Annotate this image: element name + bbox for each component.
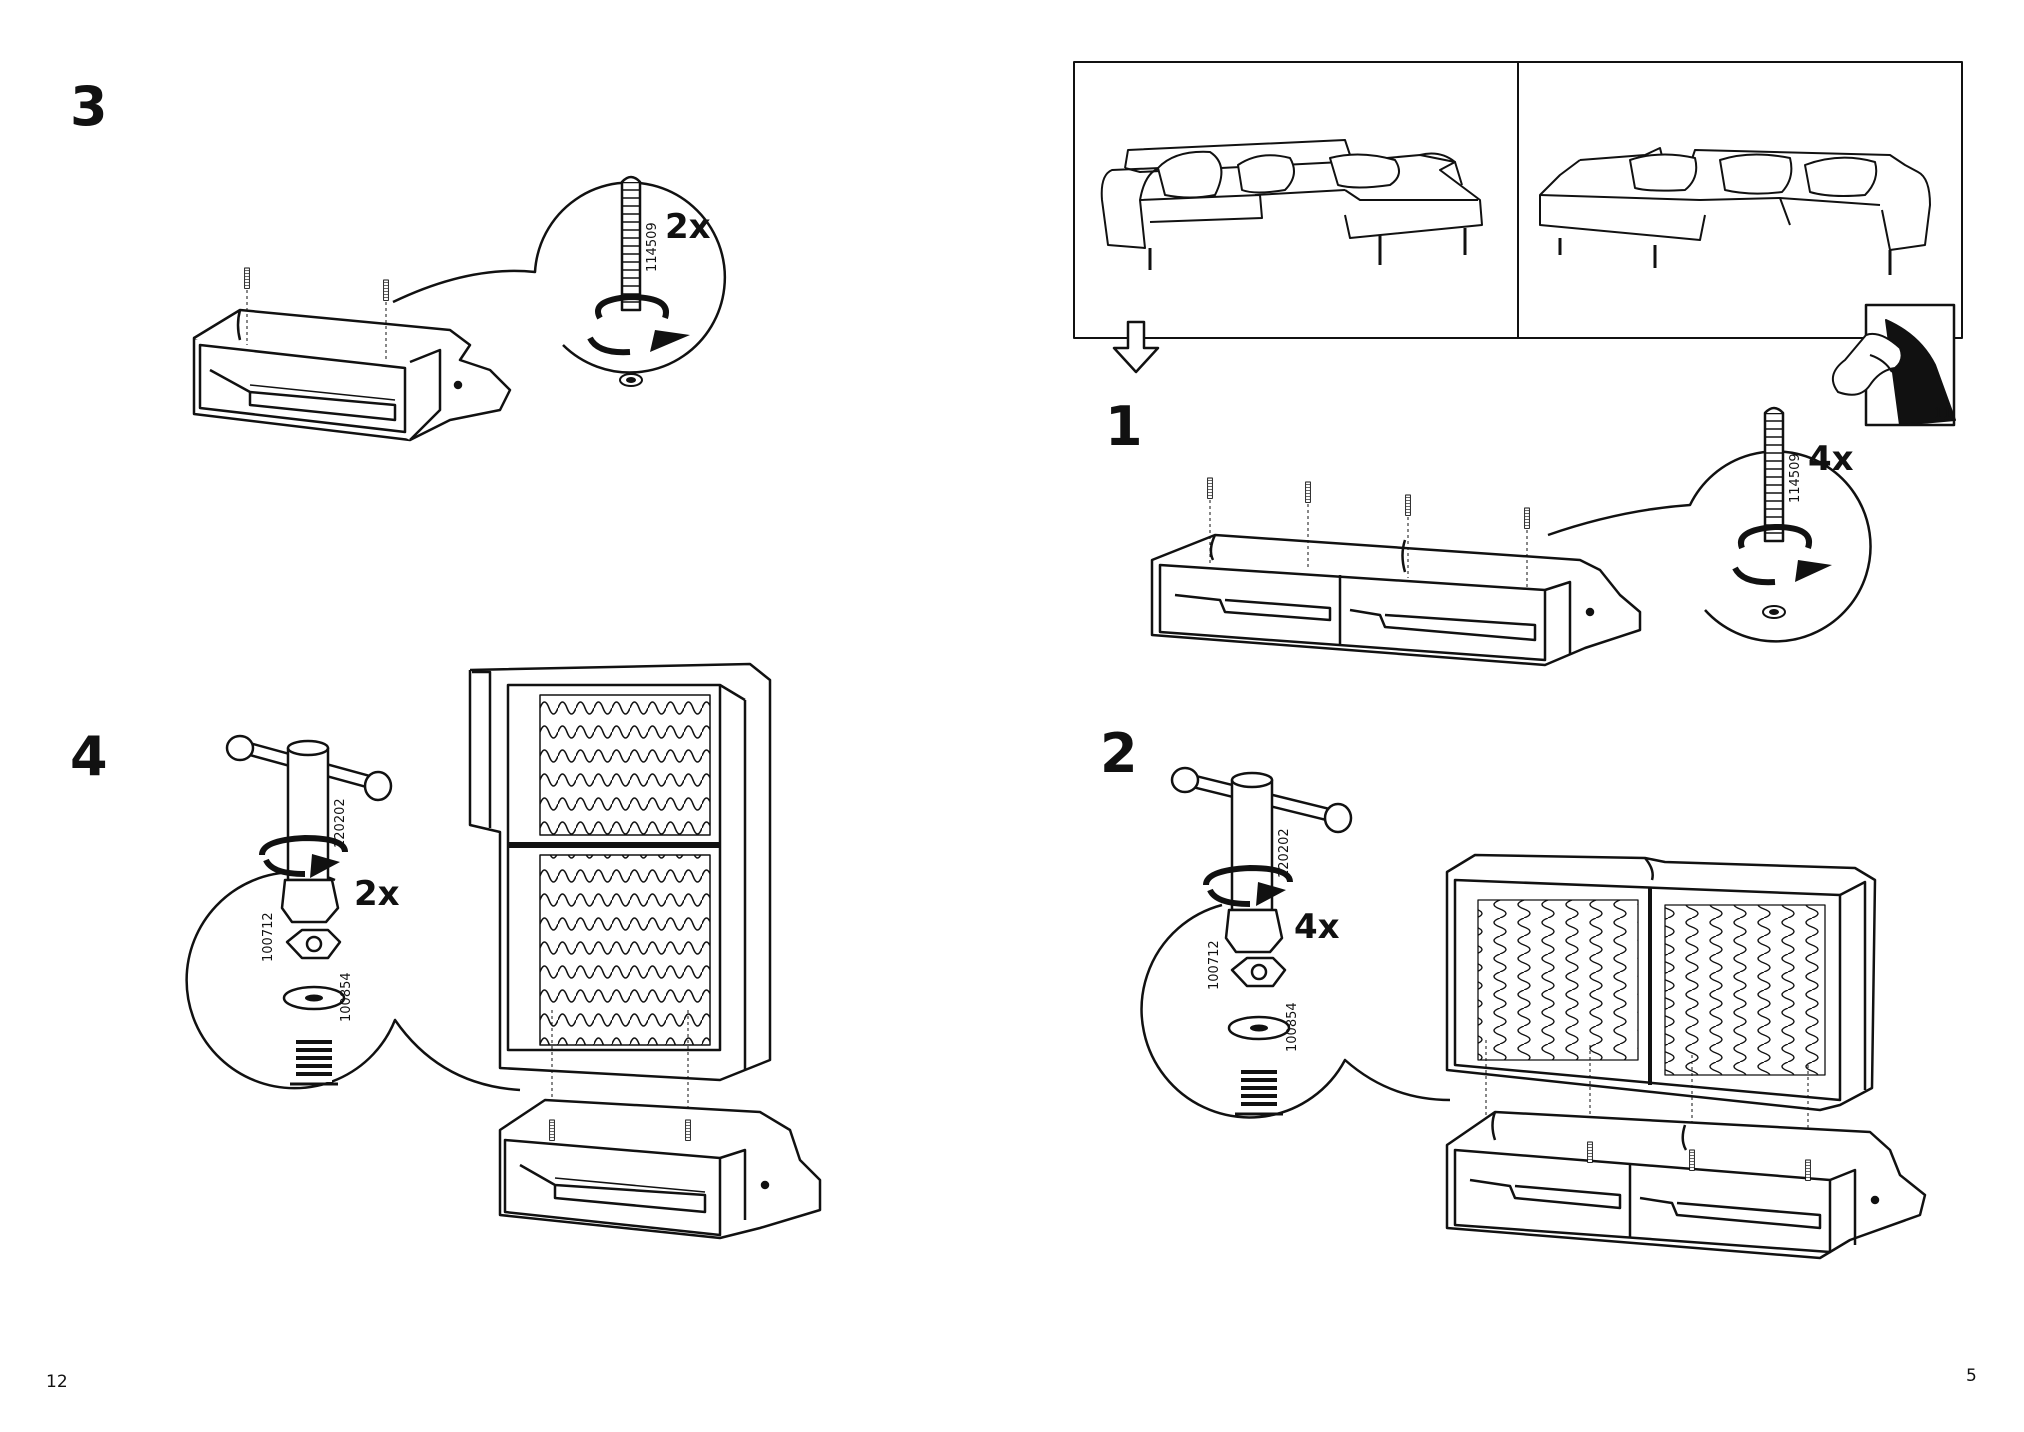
step-2-washer-code: 100854 xyxy=(1285,1002,1300,1052)
down-arrow-icon xyxy=(1112,320,1160,374)
rotate-arrow-icon xyxy=(1256,882,1286,906)
step-4-nut-code: 100712 xyxy=(261,912,276,962)
step-3-quantity: 2x xyxy=(665,207,711,247)
step-4-illustration xyxy=(185,662,822,1240)
step-2-number: 2 xyxy=(1100,722,1138,785)
rotate-arrow-icon xyxy=(650,330,690,352)
left-page-number: 12 xyxy=(46,1372,68,1392)
step-2-tool-code: 120202 xyxy=(1277,828,1292,878)
overview-reference-page: 11 xyxy=(1934,406,1952,422)
step-3-number: 3 xyxy=(70,75,108,138)
step-4-tool-code: 120202 xyxy=(333,798,348,848)
sofa-right-configuration xyxy=(1539,147,1931,275)
step-3-part-code: 114509 xyxy=(645,222,660,272)
rotate-arrow-icon xyxy=(1795,560,1832,582)
step-2-quantity: 4x xyxy=(1294,907,1340,947)
step-2-illustration xyxy=(1140,766,1927,1260)
right-page-number: 5 xyxy=(1966,1366,1977,1386)
page-turn-hand-icon xyxy=(1831,303,1956,427)
step-1-part-code: 114509 xyxy=(1788,453,1803,503)
step-1-number: 1 xyxy=(1105,395,1143,458)
rotate-arrow-icon xyxy=(310,854,340,878)
step-4-washer-code: 100854 xyxy=(339,972,354,1022)
step-1-quantity: 4x xyxy=(1808,439,1854,479)
step-1-illustration xyxy=(1150,406,1872,667)
step-2-nut-code: 100712 xyxy=(1207,940,1222,990)
sofa-overview-panel xyxy=(1073,61,1963,427)
step-3-illustration xyxy=(192,175,727,442)
sofa-left-configuration xyxy=(1100,139,1483,270)
step-4-quantity: 2x xyxy=(354,874,400,914)
step-4-number: 4 xyxy=(70,725,108,788)
